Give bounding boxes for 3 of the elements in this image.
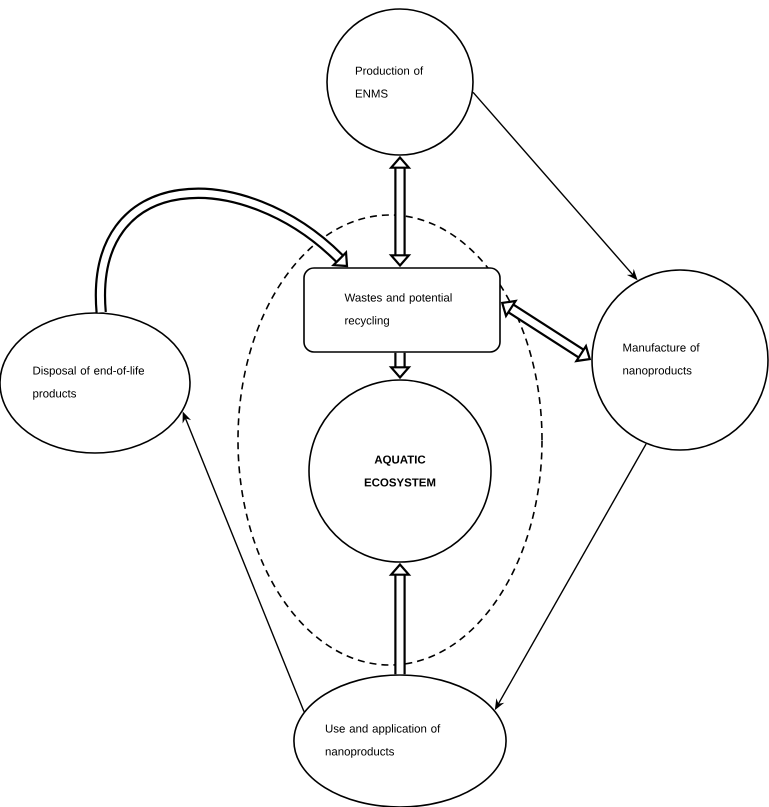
- dashed-ellipse: [237, 214, 543, 666]
- curved-block-arrow: [95, 188, 348, 312]
- process-box: Wastes and potential recycling: [303, 267, 501, 353]
